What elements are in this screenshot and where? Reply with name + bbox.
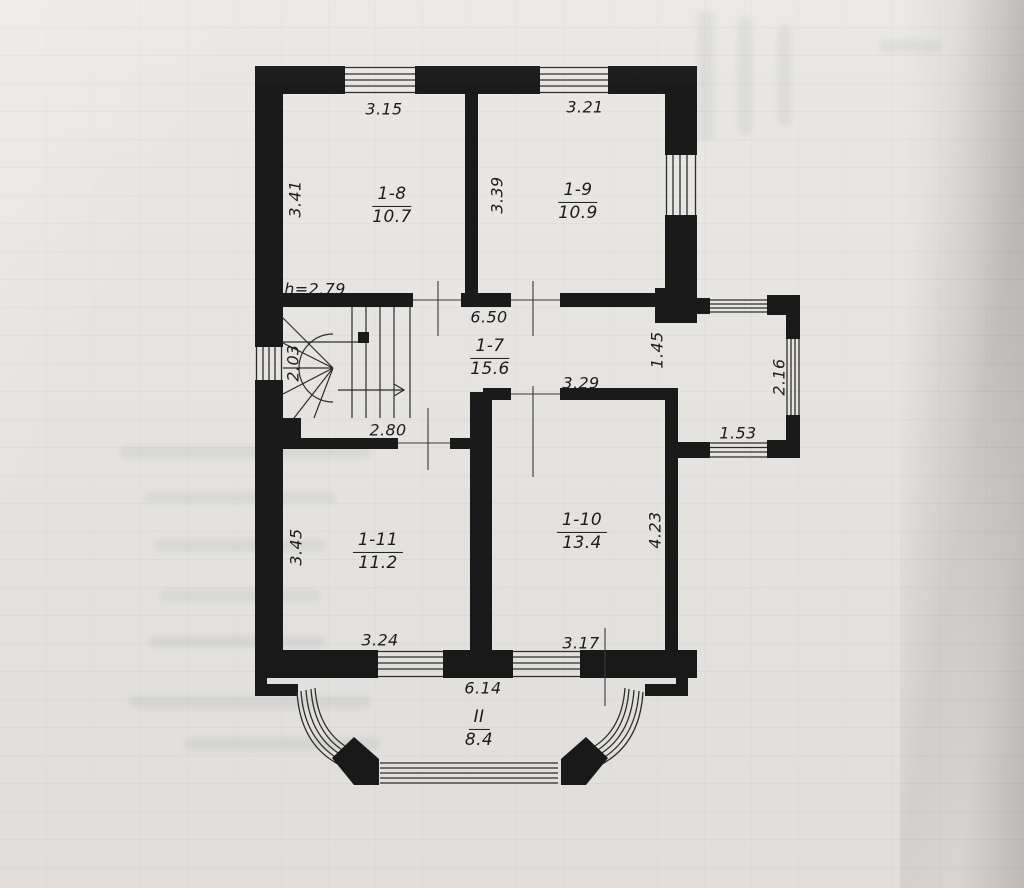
room-area: 10.9: [558, 202, 598, 223]
window-symbol: [345, 66, 415, 94]
room-number: 1-10: [556, 510, 608, 533]
room-label-1-10: 1-10 13.4: [556, 510, 608, 553]
ghost-smudge: [130, 696, 370, 708]
room-area: 10.7: [372, 206, 412, 227]
veranda-glazing-right: [587, 687, 644, 765]
bay-window-symbol: [786, 339, 800, 415]
veranda: [255, 678, 688, 785]
dimension-label: 2.03: [283, 344, 303, 382]
room-area: 13.4: [562, 532, 602, 553]
window-symbol: [378, 650, 443, 678]
room-number: 1-7: [470, 336, 510, 359]
room-area: 11.2: [358, 552, 398, 573]
room-label-veranda: II 8.4: [464, 707, 494, 750]
ghost-smudge: [150, 636, 325, 647]
dimension-label: 3.41: [285, 180, 305, 218]
dimension-label: 1.53: [719, 423, 757, 443]
veranda-wall-block: [561, 737, 608, 785]
room-area: 15.6: [470, 358, 510, 379]
dimension-label: 3.29: [562, 373, 600, 393]
window-symbol: [513, 650, 580, 678]
dimension-label: 2.80: [369, 420, 407, 440]
room-number: 1-11: [352, 530, 404, 553]
dimension-label: 3.21: [566, 97, 604, 117]
window-symbols: [255, 66, 800, 678]
window-symbol: [540, 66, 608, 94]
ghost-smudge: [698, 12, 714, 140]
stair-direction-arrow: [338, 383, 406, 397]
room-number: 1-9: [558, 180, 598, 203]
room-area: 8.4: [464, 729, 494, 750]
ghost-smudge: [160, 590, 320, 601]
bay-window-symbol: [710, 442, 767, 458]
room-label-1-7: 1-7 15.6: [470, 336, 510, 379]
ghost-smudge: [880, 40, 940, 52]
dimension-label: 3.17: [562, 633, 600, 653]
staircase: [282, 307, 411, 419]
ghost-smudge: [778, 26, 791, 126]
veranda-glazing-left: [296, 687, 353, 765]
exterior-walls: [255, 66, 710, 678]
ghost-smudge: [738, 18, 752, 134]
room-label-1-11: 1-11 11.2: [352, 530, 404, 573]
ceiling-height-note: h=2.79: [284, 279, 346, 299]
room-number: II: [468, 707, 490, 730]
room-label-1-8: 1-8 10.7: [372, 184, 412, 227]
ghost-smudge: [145, 492, 335, 503]
veranda-glazing-bottom: [380, 762, 558, 784]
dimension-label: 3.24: [361, 630, 399, 650]
dimension-label: 6.14: [464, 678, 502, 698]
stair-newel: [358, 332, 369, 343]
veranda-wall-block: [332, 737, 379, 785]
stair-winders: [282, 317, 334, 419]
window-symbol: [255, 347, 283, 380]
dimension-label: 1.45: [647, 331, 667, 369]
bay-walls: [697, 295, 800, 458]
room-label-1-9: 1-9 10.9: [558, 180, 598, 223]
room-number: 1-8: [372, 184, 412, 207]
dimension-label: 3.45: [286, 528, 306, 566]
window-symbol: [665, 155, 697, 215]
ghost-smudge: [155, 540, 325, 551]
dimension-label: 4.23: [645, 511, 665, 549]
dimension-label: 6.50: [470, 307, 508, 327]
interior-walls: [267, 94, 665, 650]
dimension-label: 3.39: [487, 176, 507, 214]
dimension-label: 3.15: [365, 99, 403, 119]
dimension-lines: [398, 281, 606, 706]
dimension-label: 2.16: [769, 358, 789, 396]
bay-window-symbol: [710, 299, 767, 313]
